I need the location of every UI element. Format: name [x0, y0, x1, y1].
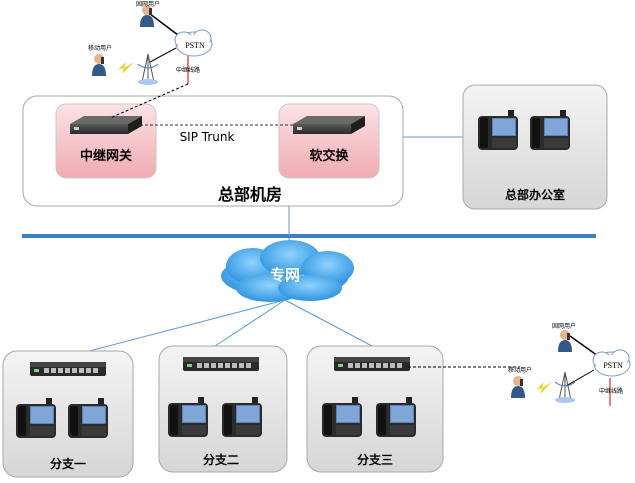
branch-3-switch-icon [334, 357, 410, 371]
hq-room-label: 总部机房 [218, 185, 282, 204]
fixed-user-label: 固网用户 [552, 322, 576, 330]
pstn-cloud-icon [592, 349, 631, 377]
fixed-user-icon [558, 330, 572, 352]
pstn-top-cluster: 固网用户 PSTN 移动用户 中继线路 [88, 0, 213, 119]
fixed-user-label: 固网用户 [136, 0, 160, 8]
mobile-user-label: 移动用户 [88, 44, 112, 52]
trunk-line-label: 中继线路 [599, 387, 623, 395]
sip-trunk-label: SIP Trunk [180, 130, 235, 144]
branch-3-label: 分支三 [357, 452, 393, 467]
softswitch-device-icon [293, 116, 365, 134]
branch-1-switch-icon [30, 362, 106, 376]
wireless-bolt-icon [536, 382, 552, 394]
branch-1-phone-icon [16, 398, 56, 438]
branch-2-label: 分支二 [203, 452, 239, 467]
private-network-label: 专网 [270, 266, 300, 284]
trunk-gateway-box [55, 103, 157, 179]
mobile-user-icon [92, 54, 106, 76]
softswitch-label: 软交换 [309, 148, 349, 164]
mobile-user-label: 移动用户 [508, 366, 532, 374]
trunk-gateway-label: 中继网关 [80, 148, 132, 164]
branch-2-switch-icon [183, 357, 259, 371]
branch-1-label: 分支一 [50, 456, 86, 471]
hq-office-phone-icon [530, 110, 570, 150]
hq-office-phone-icon [478, 110, 518, 150]
branch-3-box [306, 345, 444, 473]
branch-3-phone-icon [376, 397, 416, 437]
branch-1-phone-icon [68, 398, 108, 438]
branch-2-phone-icon [222, 397, 262, 437]
mobile-user-icon [511, 376, 525, 398]
cloud-to-branch-2-link [214, 299, 286, 347]
wireless-bolt-icon [118, 62, 134, 74]
branch-3-phone-icon [322, 397, 362, 437]
cloud-to-branch-3-link [284, 299, 373, 347]
softswitch-box [278, 103, 380, 179]
hq-office-label: 总部办公室 [505, 187, 565, 202]
pstn-cloud-icon [174, 29, 213, 57]
cell-tower-icon [554, 371, 576, 403]
cloud-to-branch-1-link [69, 299, 286, 357]
pstn-label: PSTN [603, 361, 623, 370]
pstn-label: PSTN [185, 41, 205, 50]
private-network-cloud [221, 240, 354, 302]
branch-2-phone-icon [168, 397, 208, 437]
trunk-line-label: 中继线路 [176, 66, 200, 74]
trunk-gateway-device-icon [70, 116, 142, 134]
pstn-right-cluster: 固网用户 PSTN 移动用户 中继线路 [508, 322, 631, 406]
cell-tower-icon [137, 53, 159, 85]
